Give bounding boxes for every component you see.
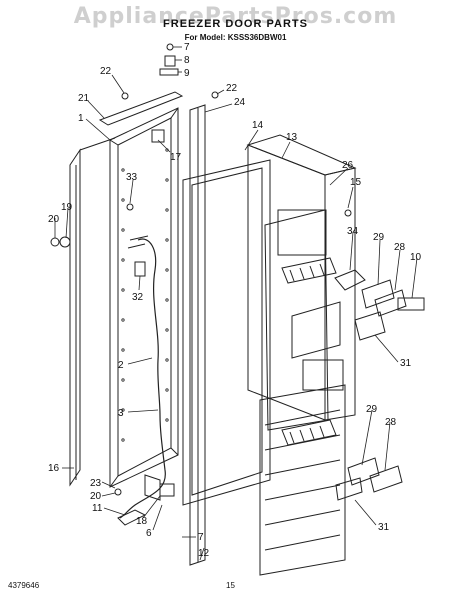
callout: 32	[132, 292, 144, 303]
top-hinge	[159, 43, 179, 76]
door-gasket	[182, 159, 271, 506]
callout: 17	[170, 152, 182, 163]
door-stop	[151, 129, 165, 143]
callout: 9	[184, 68, 190, 79]
callout: 3	[118, 408, 124, 419]
bottom-hinge	[117, 474, 175, 526]
callout: 18	[136, 516, 148, 527]
callout: 31	[378, 522, 390, 533]
callout: 29	[366, 404, 378, 415]
bin	[334, 269, 366, 291]
callout: 19	[61, 202, 73, 213]
callout: 23	[90, 478, 102, 489]
outer-door-panel	[69, 137, 116, 487]
callout: 33	[126, 172, 138, 183]
callout: 1	[78, 113, 84, 124]
wire-harness	[119, 238, 166, 519]
lower-shelf	[281, 419, 337, 446]
connector	[134, 261, 146, 277]
top-trim	[98, 91, 184, 126]
callout: 20	[48, 214, 60, 225]
callout: 34	[347, 226, 359, 237]
leader-lines	[54, 46, 418, 561]
callout-labels: 7 8 9 22 22 24 21 1 17 14 13 26 15 33 20…	[48, 42, 422, 559]
callout: 28	[385, 417, 397, 428]
upper-shelf	[281, 257, 337, 284]
callout: 28	[394, 242, 406, 253]
callout: 14	[252, 120, 264, 131]
document-part-number: 4379646	[8, 581, 40, 590]
dispenser-cap	[354, 311, 386, 341]
door-liner-frame	[109, 107, 179, 488]
callout: 7	[184, 42, 190, 53]
lower-shelf-trims	[347, 457, 403, 493]
callout: 6	[146, 528, 152, 539]
watermark: AppliancePartsPros.com	[73, 4, 398, 29]
callout: 22	[100, 66, 112, 77]
callout: 20	[90, 491, 102, 502]
callout: 24	[234, 97, 246, 108]
upper-shelf-trims	[361, 279, 425, 317]
callout: 22	[226, 83, 238, 94]
callout: 7	[198, 532, 204, 543]
callout: 11	[92, 503, 103, 514]
liner-screw-holes	[121, 148, 169, 442]
model-label: For Model: KSSS36DBW01	[184, 33, 287, 42]
callout: 21	[78, 93, 90, 104]
lower-door-panel	[259, 384, 346, 576]
diagram-title: FREEZER DOOR PARTS	[163, 18, 308, 30]
callout: 8	[184, 55, 190, 66]
screws	[50, 91, 352, 496]
callout: 31	[400, 358, 412, 369]
callout: 10	[410, 252, 422, 263]
callout: 26	[342, 160, 354, 171]
callout: 16	[48, 463, 60, 474]
page-number: 15	[226, 581, 235, 590]
lower-cap	[335, 477, 363, 501]
callout: 12	[198, 548, 210, 559]
callout: 13	[286, 132, 298, 143]
callout: 2	[118, 360, 124, 371]
callout: 15	[350, 177, 362, 188]
callout: 29	[373, 232, 385, 243]
